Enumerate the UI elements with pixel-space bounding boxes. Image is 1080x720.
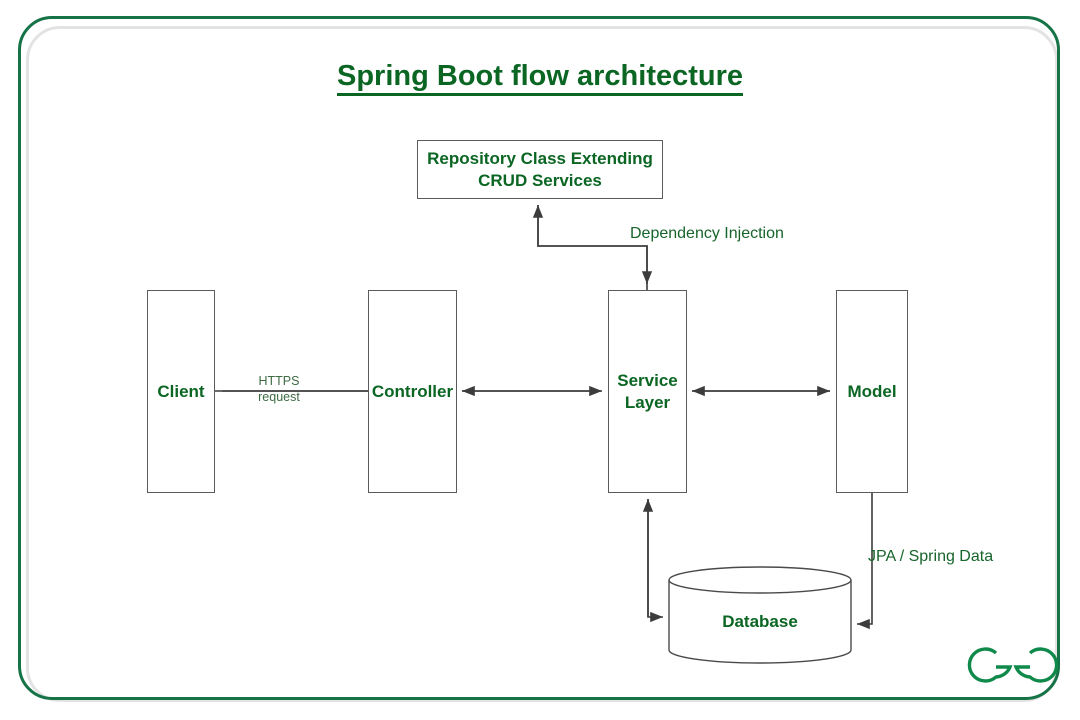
page-title-text: Spring Boot flow architecture (336, 60, 744, 96)
node-service-layer[interactable]: Service Layer (608, 290, 687, 493)
node-controller-label: Controller (371, 381, 454, 401)
geeksforgeeks-logo (967, 647, 1059, 683)
edge-label-https-line1: HTTPS (258, 374, 300, 388)
node-controller[interactable]: Controller (368, 290, 457, 493)
node-model[interactable]: Model (836, 290, 908, 493)
edge-label-jpa-spring-data: JPA / Spring Data (868, 548, 994, 565)
edge-label-dependency-injection: Dependency Injection (630, 225, 784, 242)
node-model-label: Model (847, 381, 897, 401)
page-title: Spring Boot flow architecture (0, 60, 1080, 96)
edge-label-https-request: HTTPS request (249, 374, 309, 405)
node-database-label: Database (722, 612, 798, 631)
frame-shadow-border (26, 26, 1058, 702)
node-repository-line1: Repository Class Extending (427, 149, 653, 169)
node-database[interactable]: Database (669, 567, 851, 663)
node-repository-class[interactable]: Repository Class Extending CRUD Services (417, 140, 663, 199)
node-repository-line2: CRUD Services (478, 170, 602, 190)
edge-label-https-line2: request (258, 389, 300, 404)
node-client-label: Client (157, 381, 205, 401)
node-service-line1: Service (617, 371, 678, 391)
frame-green-border (18, 16, 1060, 700)
node-service-line2: Layer (624, 392, 671, 412)
node-client[interactable]: Client (147, 290, 215, 493)
